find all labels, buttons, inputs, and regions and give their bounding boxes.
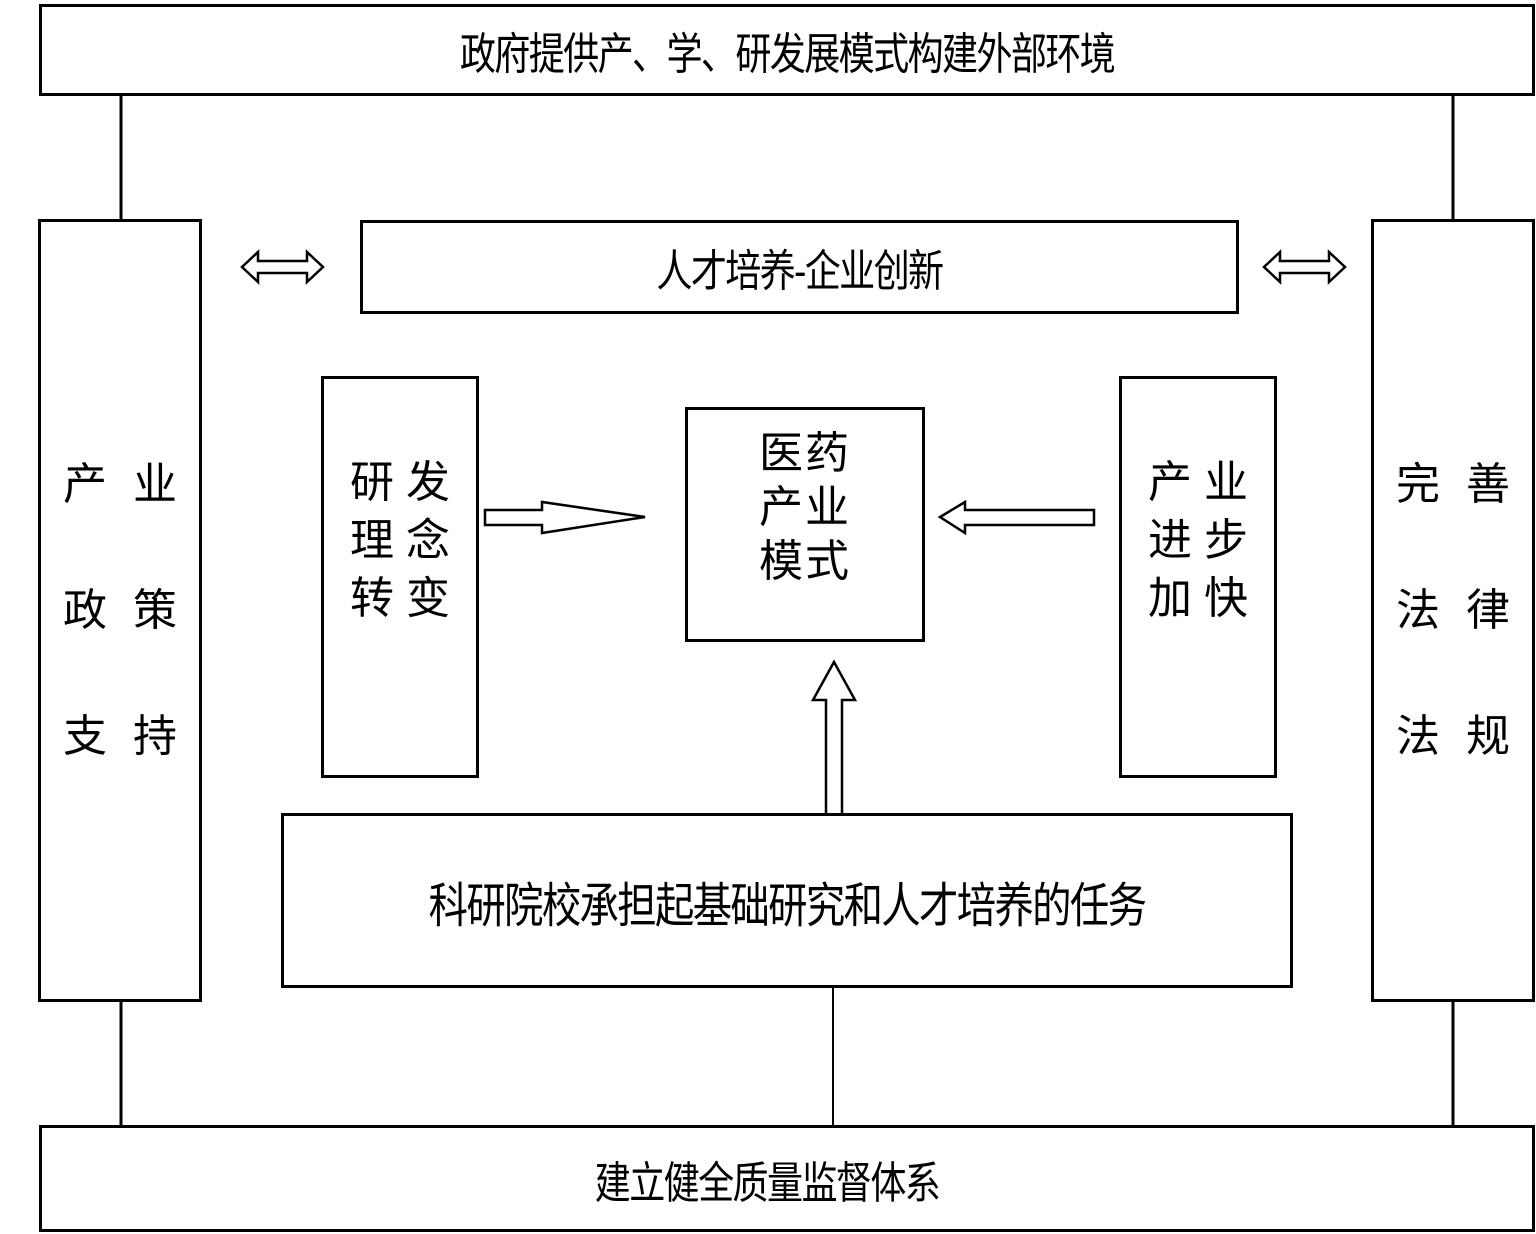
industry-progress-text: 产 业 进 步 加 快 [1148,461,1248,621]
char: 法 [1396,710,1440,762]
char: 支 [63,710,107,762]
char: 策 [133,584,177,636]
char: 快 [1204,573,1248,624]
rd-concept-box: 研 发 理 念 转 变 [321,376,479,778]
rd-concept-text: 研 发 理 念 转 变 [350,461,450,621]
line: 医药 [759,428,851,479]
research-institutions-label: 科研院校承担起基础研究和人才培养的任务 [428,877,1147,934]
char: 法 [1396,584,1440,636]
industrial-policy-text: 产 业 政 策 支 持 [63,458,177,762]
talent-enterprise-box: 人才培养-企业创新 [360,220,1239,314]
char: 业 [133,458,177,510]
arrow-up-icon [810,659,858,820]
industry-progress-box: 产 业 进 步 加 快 [1119,376,1277,778]
top-box-label: 政府提供产、学、研发展模式构建外部环境 [459,29,1116,80]
arrow-left-icon [937,499,1096,536]
char: 持 [133,710,177,762]
double-arrow-left-icon [240,249,325,285]
char: 律 [1466,584,1510,636]
talent-enterprise-label: 人才培养-企业创新 [656,246,944,297]
pharma-industry-model-box: 医药 产业 模式 [685,407,925,642]
line: 模式 [759,536,851,587]
char: 念 [406,515,450,566]
laws-regulations-text: 完 善 法 律 法 规 [1396,458,1510,762]
char: 善 [1466,458,1510,510]
industrial-policy-box: 产 业 政 策 支 持 [38,219,202,1002]
double-arrow-right-icon [1262,249,1347,285]
char: 政 [63,584,107,636]
char: 加 [1148,573,1192,624]
char: 理 [350,515,394,566]
char: 步 [1204,515,1248,566]
line: 产业 [759,482,851,533]
char: 业 [1204,457,1248,508]
quality-supervision-label: 建立健全质量监督体系 [594,1157,941,1209]
quality-supervision-box: 建立健全质量监督体系 [39,1125,1535,1232]
top-box-external-environment: 政府提供产、学、研发展模式构建外部环境 [39,4,1535,96]
char: 变 [406,573,450,624]
char: 规 [1466,710,1510,762]
laws-regulations-box: 完 善 法 律 法 规 [1371,219,1535,1002]
char: 研 [350,457,394,508]
char: 转 [350,573,394,624]
research-institutions-box: 科研院校承担起基础研究和人才培养的任务 [281,813,1293,988]
char: 发 [406,457,450,508]
arrow-right-icon [483,500,646,535]
char: 进 [1148,515,1192,566]
pharma-industry-model-text: 医药 产业 模式 [759,432,851,584]
char: 产 [63,458,107,510]
char: 产 [1148,457,1192,508]
char: 完 [1396,458,1440,510]
